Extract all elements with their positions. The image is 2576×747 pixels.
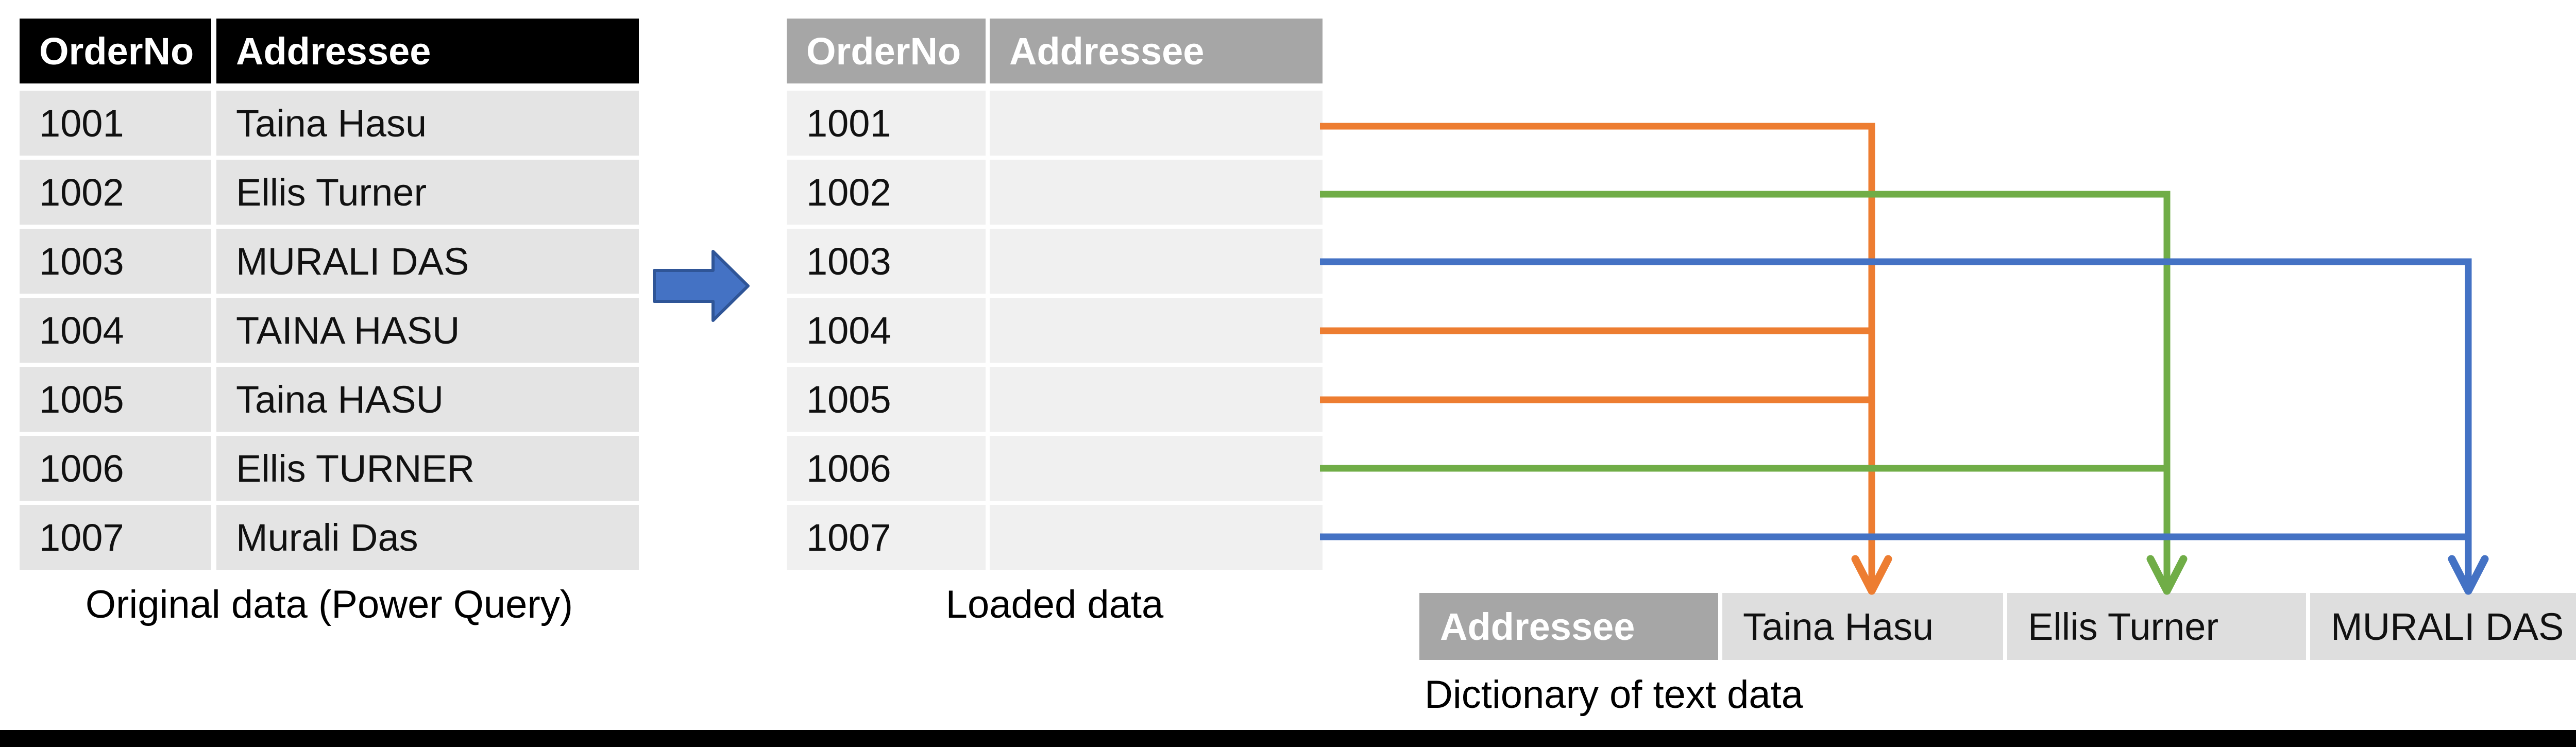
original-table-header-row: OrderNo Addressee: [20, 19, 639, 83]
addressee-cell: Murali Das: [216, 505, 639, 570]
loaded-table-caption: Loaded data: [945, 583, 1164, 626]
blue-connector-line: [1320, 258, 2472, 590]
orderno-cell: 1006: [787, 436, 986, 501]
addressee-cell-empty: [990, 367, 1323, 432]
green-connector-line: [1320, 191, 2171, 590]
orderno-cell: 1004: [787, 298, 986, 363]
original-table-caption: Original data (Power Query): [85, 583, 573, 626]
table-row: 1007 Murali Das: [20, 505, 639, 570]
loaded-header-orderno: OrderNo: [787, 19, 986, 83]
original-header-orderno: OrderNo: [20, 19, 211, 83]
orderno-cell: 1005: [20, 367, 211, 432]
blue-arrowhead-icon: [2448, 555, 2489, 595]
table-row: 1003: [787, 229, 1323, 294]
dictionary-header-addressee: Addressee: [1419, 593, 1718, 660]
table-row: 1006 Ellis TURNER: [20, 436, 639, 501]
addressee-cell: Ellis Turner: [216, 160, 639, 225]
table-row: 1002 Ellis Turner: [20, 160, 639, 225]
transform-arrow-icon: [653, 250, 750, 322]
orderno-cell: 1002: [20, 160, 211, 225]
dictionary-caption: Dictionary of text data: [1425, 673, 1804, 717]
table-row: 1003 MURALI DAS: [20, 229, 639, 294]
addressee-cell-empty: [990, 160, 1323, 225]
table-row: 1006: [787, 436, 1323, 501]
orderno-cell: 1004: [20, 298, 211, 363]
table-row: 1001: [787, 91, 1323, 156]
orange-connector-line: [1320, 123, 1875, 590]
green-arrowhead-icon: [2146, 555, 2188, 595]
dictionary-entry: MURALI DAS: [2310, 593, 2576, 660]
orderno-cell: 1005: [787, 367, 986, 432]
table-row: 1005: [787, 367, 1323, 432]
loaded-data-table: OrderNo Addressee 1001 1002 1003 1004 10…: [787, 19, 1323, 574]
orderno-cell: 1001: [787, 91, 986, 156]
addressee-cell-empty: [990, 505, 1323, 570]
orderno-cell: 1001: [20, 91, 211, 156]
footer-bar: [0, 730, 2576, 747]
table-row: 1007: [787, 505, 1323, 570]
table-row: 1004: [787, 298, 1323, 363]
orderno-cell: 1007: [787, 505, 986, 570]
addressee-cell-empty: [990, 298, 1323, 363]
addressee-cell: Taina Hasu: [216, 91, 639, 156]
addressee-cell-empty: [990, 436, 1323, 501]
orange-arrowhead-icon: [1851, 555, 1892, 595]
orderno-cell: 1002: [787, 160, 986, 225]
original-header-addressee: Addressee: [216, 19, 639, 83]
addressee-cell-empty: [990, 91, 1323, 156]
table-row: 1001 Taina Hasu: [20, 91, 639, 156]
table-row: 1005 Taina HASU: [20, 367, 639, 432]
orderno-cell: 1003: [787, 229, 986, 294]
orderno-cell: 1007: [20, 505, 211, 570]
original-data-table: OrderNo Addressee 1001 Taina Hasu 1002 E…: [20, 19, 639, 574]
dictionary-entry: Taina Hasu: [1722, 593, 2003, 660]
orderno-cell: 1003: [20, 229, 211, 294]
table-row: 1002: [787, 160, 1323, 225]
table-row: 1004 TAINA HASU: [20, 298, 639, 363]
addressee-cell-empty: [990, 229, 1323, 294]
dictionary-entry: Ellis Turner: [2007, 593, 2306, 660]
orderno-cell: 1006: [20, 436, 211, 501]
loaded-table-header-row: OrderNo Addressee: [787, 19, 1323, 83]
addressee-cell: Ellis TURNER: [216, 436, 639, 501]
addressee-cell: MURALI DAS: [216, 229, 639, 294]
dictionary-table: Addressee Taina Hasu Ellis Turner MURALI…: [1419, 593, 2576, 660]
addressee-cell: Taina HASU: [216, 367, 639, 432]
addressee-cell: TAINA HASU: [216, 298, 639, 363]
loaded-header-addressee: Addressee: [990, 19, 1323, 83]
